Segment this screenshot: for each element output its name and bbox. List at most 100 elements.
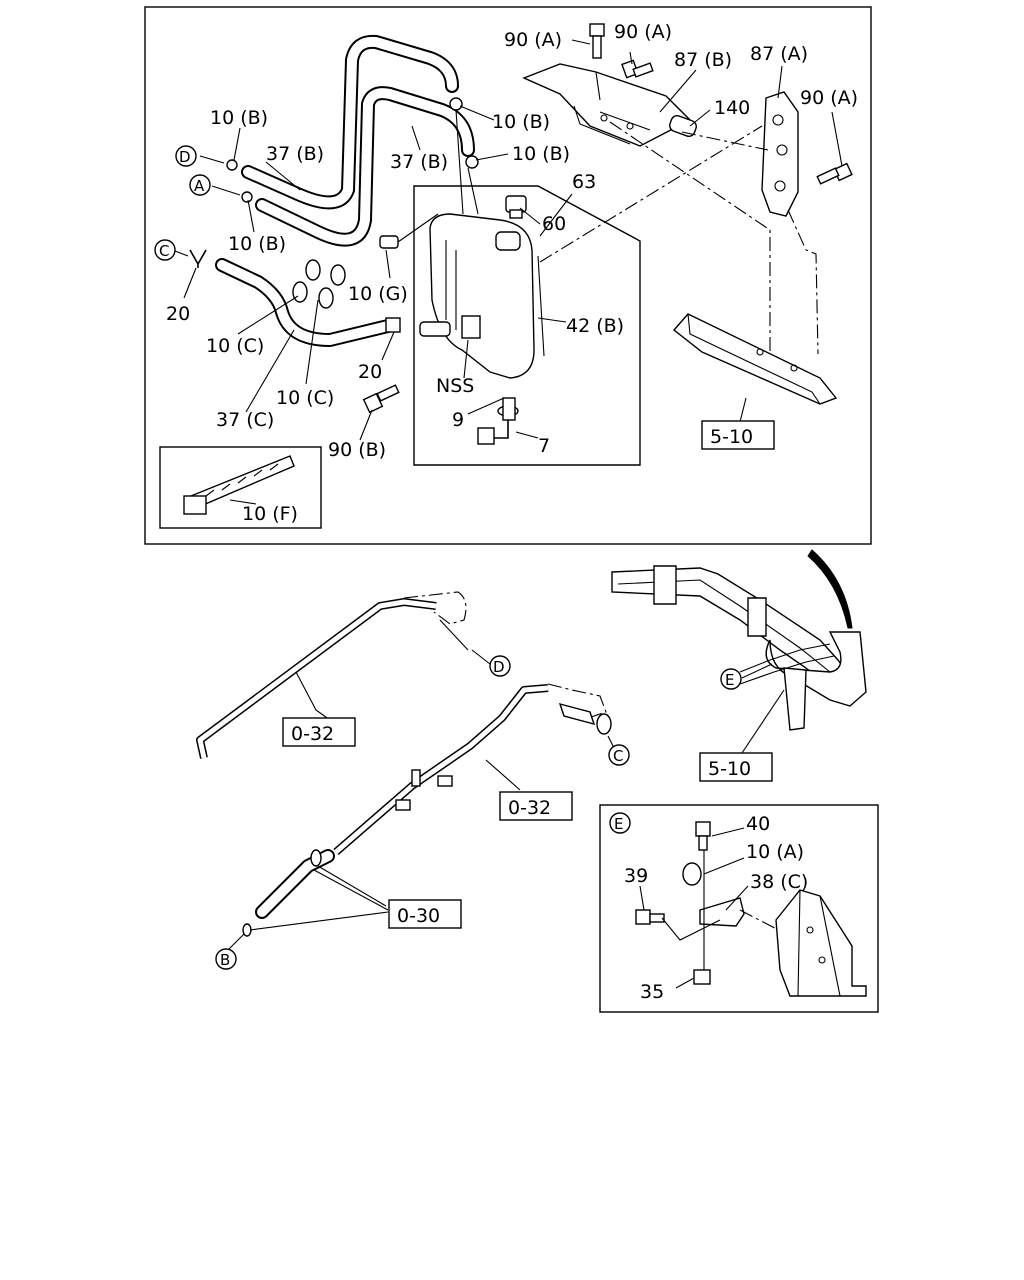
label-37b-1: 37 (B) — [266, 143, 324, 165]
label-90a-3: 90 (A) — [800, 87, 858, 109]
callout-c-top: C — [154, 239, 176, 261]
clamp-10b-top-1 — [449, 97, 463, 111]
svg-text:B: B — [220, 951, 230, 969]
clamp-10c-1 — [292, 281, 308, 303]
callout-e-frame: E — [720, 668, 742, 690]
bracket-87b — [522, 63, 692, 147]
label-37b-2: 37 (B) — [390, 151, 448, 173]
bolt-90a-1 — [589, 23, 605, 59]
chassis-frame-view — [611, 549, 867, 731]
clamp-20-right — [385, 317, 401, 333]
label-87b: 87 (B) — [674, 49, 732, 71]
label-87a: 87 (A) — [750, 43, 808, 65]
label-nss: NSS — [436, 375, 474, 397]
svg-text:C: C — [159, 242, 169, 260]
label-10c-2: 10 (C) — [276, 387, 334, 409]
svg-text:A: A — [194, 177, 205, 195]
clamp-10c-2 — [318, 287, 334, 309]
fitting-10g-line — [397, 213, 439, 243]
bolt-90b — [362, 384, 400, 414]
bolt-90a-3 — [816, 162, 853, 185]
dashed-leader-rail — [787, 209, 819, 355]
label-10a: 10 (A) — [746, 841, 804, 863]
dashed-leader-tank — [539, 125, 763, 263]
label-10c-1: 10 (C) — [206, 335, 264, 357]
label-20-2: 20 — [358, 361, 382, 383]
label-9: 9 — [452, 409, 464, 431]
clip-detail-box — [159, 446, 322, 529]
leader-e-callout — [741, 663, 773, 679]
clamp-10c-4 — [330, 264, 346, 286]
hose-37c — [215, 258, 395, 347]
hose-lower-0-30 — [242, 849, 335, 937]
level-sensor-7 — [477, 397, 516, 445]
leader-lines-lower — [227, 649, 615, 951]
callout-e-detail: E — [609, 812, 631, 834]
reservoir-subassembly-box — [413, 185, 641, 466]
svg-text:E: E — [725, 671, 734, 689]
label-10b-3: 10 (B) — [512, 143, 570, 165]
detail-e-box — [599, 804, 879, 1013]
label-10b-4: 10 (B) — [228, 233, 286, 255]
label-90a-2: 90 (A) — [614, 21, 672, 43]
svg-text:0-32: 0-32 — [508, 797, 551, 819]
reservoir-tank-42b — [419, 213, 545, 379]
fitting-10g — [379, 235, 399, 249]
label-39: 39 — [624, 865, 648, 887]
hose-37b-inner — [255, 86, 475, 247]
svg-text:5-10: 5-10 — [708, 758, 751, 780]
clamp-10b-top-2 — [465, 155, 479, 169]
reservoir-cap-60 — [505, 195, 527, 219]
leader-lines-top — [174, 39, 843, 505]
svg-text:C: C — [613, 747, 623, 765]
callout-a: A — [189, 174, 211, 196]
svg-text:D: D — [179, 148, 191, 166]
label-7: 7 — [538, 435, 550, 457]
clamp-10c-3 — [305, 259, 321, 281]
clamp-10b-d — [226, 159, 238, 171]
label-10f: 10 (F) — [242, 503, 298, 525]
bracket-87a — [761, 91, 799, 217]
ref-box-0-30: 0-30 — [388, 899, 462, 929]
top-assembly-frame — [144, 6, 872, 545]
label-42b: 42 (B) — [566, 315, 624, 337]
dashed-leader-bracket — [609, 121, 771, 352]
callout-d-lower: D — [489, 655, 511, 677]
clamp-10b-a — [241, 191, 253, 203]
hose-to-reservoir-1 — [455, 109, 479, 215]
rubber-140 — [669, 115, 697, 137]
label-60: 60 — [542, 213, 566, 235]
pipe-upper-0-32 — [196, 591, 469, 759]
label-40: 40 — [746, 813, 770, 835]
label-35: 35 — [640, 981, 664, 1003]
label-10b-2: 10 (B) — [492, 111, 550, 133]
svg-text:D: D — [493, 658, 505, 676]
label-37c: 37 (C) — [216, 409, 274, 431]
clamp-20-left — [189, 249, 207, 268]
svg-text:E: E — [614, 815, 623, 833]
callout-c-lower: C — [608, 744, 630, 766]
label-10g: 10 (G) — [348, 283, 408, 305]
cable-tie-10f — [183, 455, 295, 515]
label-90a-1: 90 (A) — [504, 29, 562, 51]
leader-510-frame — [739, 689, 785, 757]
ref-box-5-10-top: 5-10 — [701, 420, 775, 450]
label-38c: 38 (C) — [750, 871, 808, 893]
pipe-lower-0-32 — [333, 683, 612, 856]
label-20-1: 20 — [166, 303, 190, 325]
bolt-90a-2 — [621, 59, 654, 79]
label-140: 140 — [714, 97, 750, 119]
detail-e-parts — [635, 821, 867, 997]
svg-text:0-32: 0-32 — [291, 723, 334, 745]
hose-37b-outer — [241, 34, 459, 210]
label-63: 63 — [572, 171, 596, 193]
callout-b: B — [215, 948, 237, 970]
callout-d-top: D — [175, 145, 197, 167]
frame-rail-top — [672, 313, 838, 405]
label-90b: 90 (B) — [328, 439, 386, 461]
svg-text:0-30: 0-30 — [397, 905, 440, 927]
label-10b-1: 10 (B) — [210, 107, 268, 129]
ref-box-5-10-frame: 5-10 — [699, 752, 773, 782]
ref-box-0-32-left: 0-32 — [282, 717, 356, 747]
